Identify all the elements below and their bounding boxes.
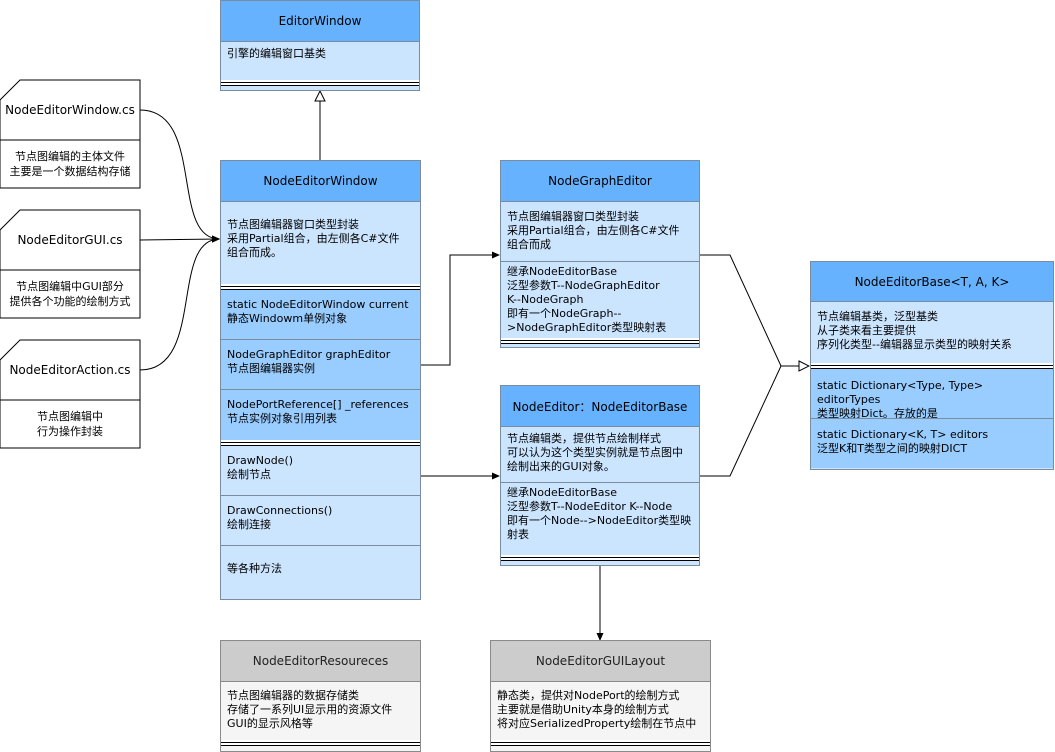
class-title: EditorWindow	[221, 1, 419, 42]
file2-connector	[139, 235, 220, 243]
field-current: static NodeEditorWindow current 静态Window…	[221, 290, 420, 340]
file-card-nodeeditoraction	[0, 339, 141, 449]
field-editor-types: static Dictionary<Type, Type> editorType…	[811, 369, 1053, 419]
file-name: NodeEditorGUI.cs	[17, 233, 123, 247]
divider	[221, 284, 420, 290]
file-nodeeditorwindow: NodeEditorWindow.cs 节点图编辑的主体文件 主要是一个数据结构…	[0, 80, 140, 188]
file-card-nodeeditorwindow	[0, 79, 141, 189]
graph-editor-connector	[421, 251, 500, 366]
class-title: NodeEditor：NodeEditorBase	[501, 386, 699, 427]
class-field: 继承NodeEditorBase 泛型参数T--NodeGraphEditor …	[507, 265, 667, 334]
class-title: NodeEditorGUILayout	[491, 641, 710, 682]
method-draw-connections: DrawConnections() 绘制连接	[221, 496, 420, 546]
divider	[221, 740, 420, 746]
class-title: NodeEditorBase<T, A, K>	[811, 262, 1053, 302]
class-title: NodeEditorWindow	[221, 161, 420, 202]
file-nodeeditoraction: NodeEditorAction.cs 节点图编辑中 行为操作封装	[0, 340, 140, 448]
class-description: 引擎的编辑窗口基类	[227, 47, 326, 60]
file3-connector	[139, 235, 220, 371]
method-others: 等各种方法	[227, 562, 282, 575]
inherit-graph-editor	[700, 254, 809, 366]
class-description: 节点图编辑器窗口类型封装 采用Partial组合，由左侧各C#文件 组合而成	[501, 202, 699, 262]
file-note: 节点图编辑中 行为操作封装	[37, 410, 103, 438]
class-description: 节点图编辑器的数据存储类 存储了一系列UI显示用的资源文件 GUI的显示风格等	[227, 689, 393, 730]
class-nodeeditorguilayout: NodeEditorGUILayout 静态类，提供对NodePort的绘制方式…	[490, 640, 711, 752]
class-description: 节点编辑基类，泛型基类 从子类来看主要提供 序列化类型--编辑器显示类型的映射关…	[817, 310, 1012, 351]
class-nodeeditorresources: NodeEditorResoureces 节点图编辑器的数据存储类 存储了一系列…	[220, 640, 421, 752]
file1-connector	[139, 109, 220, 243]
file-name: NodeEditorAction.cs	[9, 363, 131, 377]
method-draw-node: DrawNode() 绘制节点	[221, 446, 420, 496]
file-nodeeditorgui: NodeEditorGUI.cs 节点图编辑中GUI部分 提供各个功能的绘制方式	[0, 210, 140, 318]
class-nodeeditorwindow: NodeEditorWindow 节点图编辑器窗口类型封装 采用Partial组…	[220, 160, 421, 600]
file-card-nodeeditorgui	[0, 209, 141, 319]
divider	[811, 363, 1053, 369]
class-description: 静态类，提供对NodePort的绘制方式 主要就是借助Unity本身的绘制方式 …	[497, 689, 697, 730]
file-name: NodeEditorWindow.cs	[5, 103, 135, 117]
divider	[491, 740, 710, 746]
class-nodeeditorbase: NodeEditorBase<T, A, K> 节点编辑基类，泛型基类 从子类来…	[810, 261, 1054, 470]
class-description: 节点编辑类，提供节点绘制样式 可以认为这个类型实例就是节点图中 绘制出来的GUI…	[501, 427, 699, 483]
file-note: 节点图编辑中GUI部分 提供各个功能的绘制方式	[9, 280, 131, 308]
class-editorwindow: EditorWindow 引擎的编辑窗口基类	[220, 0, 420, 91]
field-graph-editor: NodeGraphEditor graphEditor 节点图编辑器实例	[221, 340, 420, 390]
class-description: 节点图编辑器窗口类型封装 采用Partial组合，由左侧各C#文件 组合而成。	[227, 218, 400, 259]
class-nodeeditor: NodeEditor：NodeEditorBase 节点编辑类，提供节点绘制样式…	[500, 385, 700, 566]
class-title: NodeEditorResoureces	[221, 641, 420, 682]
field-references: NodePortReference[] _references 节点实例对象引用…	[221, 390, 420, 440]
inherit-node-editor	[700, 365, 782, 477]
file-note: 节点图编辑的主体文件 主要是一个数据结构存储	[9, 150, 131, 178]
divider	[221, 440, 420, 446]
divider	[221, 80, 419, 86]
class-nodegrapheditor: NodeGraphEditor 节点图编辑器窗口类型封装 采用Partial组合…	[500, 160, 700, 348]
divider	[501, 338, 699, 344]
field-editors: static Dictionary<K, T> editors 泛型K和T类型之…	[811, 419, 1053, 468]
divider	[501, 555, 699, 561]
class-title: NodeGraphEditor	[501, 161, 699, 202]
class-field: 继承NodeEditorBase 泛型参数T--NodeEditor K--No…	[507, 486, 692, 541]
